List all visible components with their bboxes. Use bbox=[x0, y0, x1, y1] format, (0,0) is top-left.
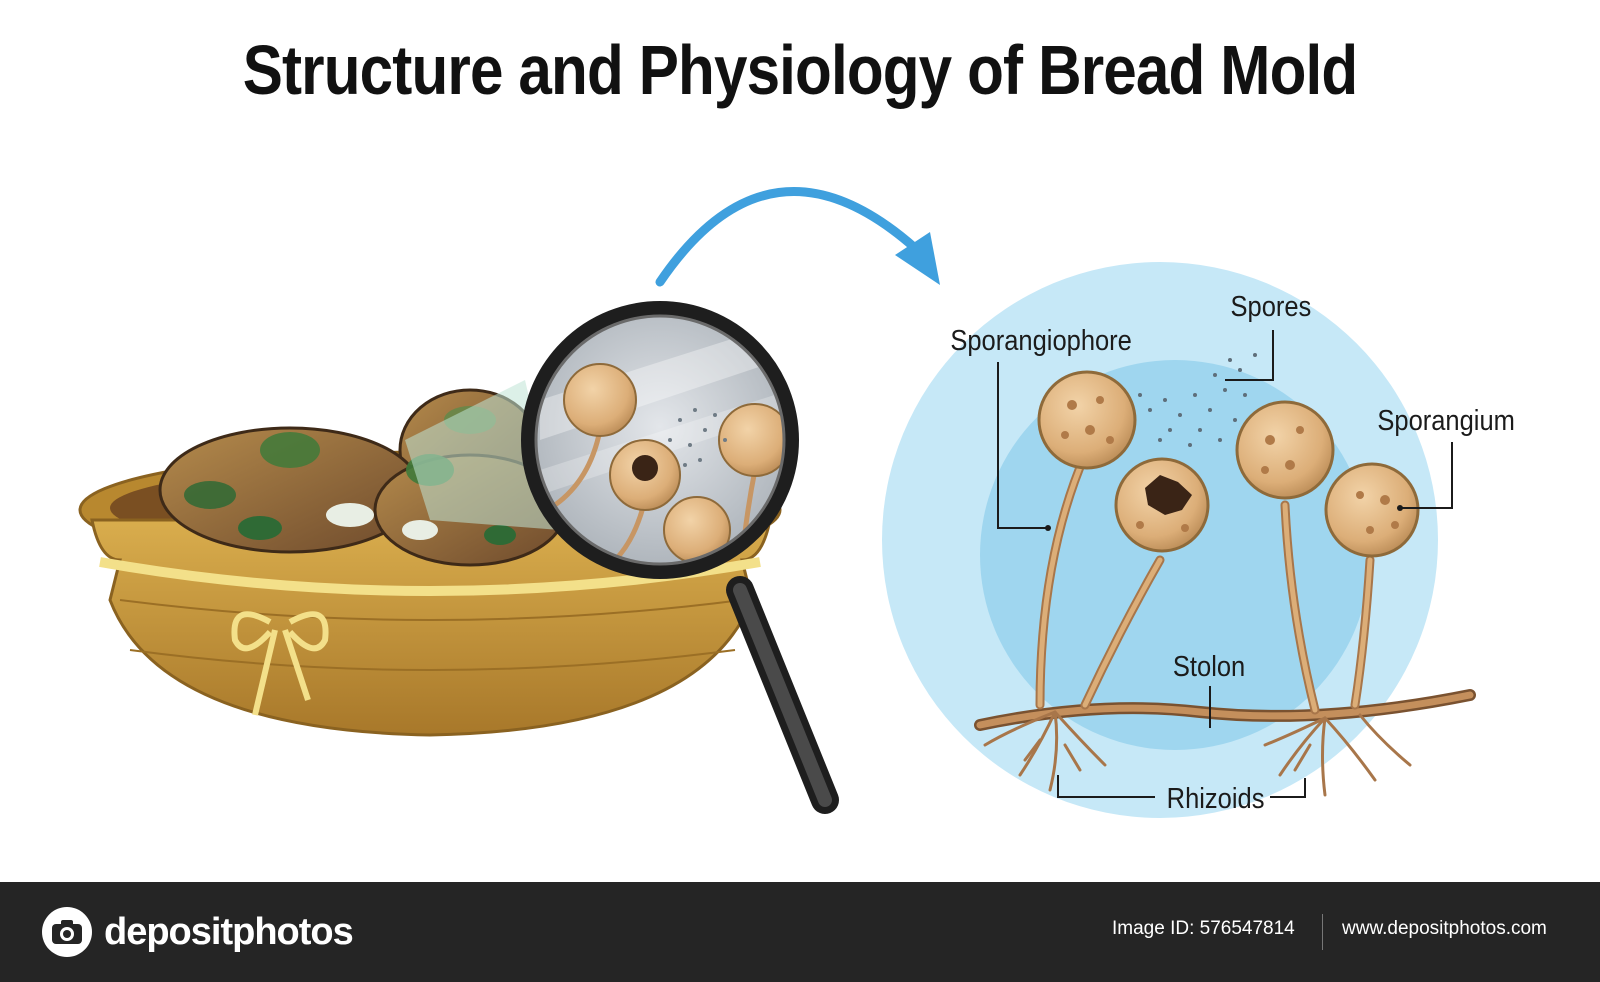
svg-text:Stolon: Stolon bbox=[1173, 649, 1245, 682]
svg-text:Rhizoids: Rhizoids bbox=[1167, 781, 1265, 814]
label-sporangium: Sporangium bbox=[1377, 403, 1515, 511]
website-link[interactable]: www.depositphotos.com bbox=[1342, 918, 1547, 939]
magnifying-glass-icon bbox=[405, 301, 839, 814]
svg-text:Sporangium: Sporangium bbox=[1377, 403, 1515, 436]
label-stolon: Stolon bbox=[1173, 649, 1245, 728]
image-id: Image ID: 576547814 bbox=[1112, 918, 1295, 939]
curved-arrow-icon bbox=[655, 187, 940, 287]
rhizoids bbox=[983, 710, 1412, 797]
label-spores: Spores bbox=[1225, 289, 1312, 381]
brand-logo[interactable]: depositphotos bbox=[40, 904, 354, 960]
svg-text:Spores: Spores bbox=[1231, 289, 1312, 322]
sporangium-4 bbox=[1324, 462, 1420, 558]
bread-mold-illustration: Sporangiophore Spores Sporangium Stolon … bbox=[78, 187, 1515, 818]
sporangium-3 bbox=[1235, 400, 1335, 500]
camera-logo-icon bbox=[42, 907, 92, 957]
page-title: Structure and Physiology of Bread Mold bbox=[242, 31, 1358, 109]
footer-bar: depositphotos Image ID: 576547814 www.de… bbox=[0, 882, 1600, 982]
bread-mold-detail-diagram bbox=[882, 262, 1476, 818]
sporangium-1 bbox=[1037, 370, 1137, 470]
svg-text:Sporangiophore: Sporangiophore bbox=[950, 323, 1131, 356]
label-rhizoids: Rhizoids bbox=[1057, 775, 1306, 814]
sporangium-2 bbox=[1114, 457, 1210, 553]
ribbon-bow bbox=[231, 611, 329, 716]
label-sporangiophore: Sporangiophore bbox=[950, 323, 1132, 531]
spores bbox=[1138, 353, 1257, 447]
brand-name: depositphotos bbox=[104, 910, 354, 953]
footer-divider bbox=[1322, 914, 1323, 950]
